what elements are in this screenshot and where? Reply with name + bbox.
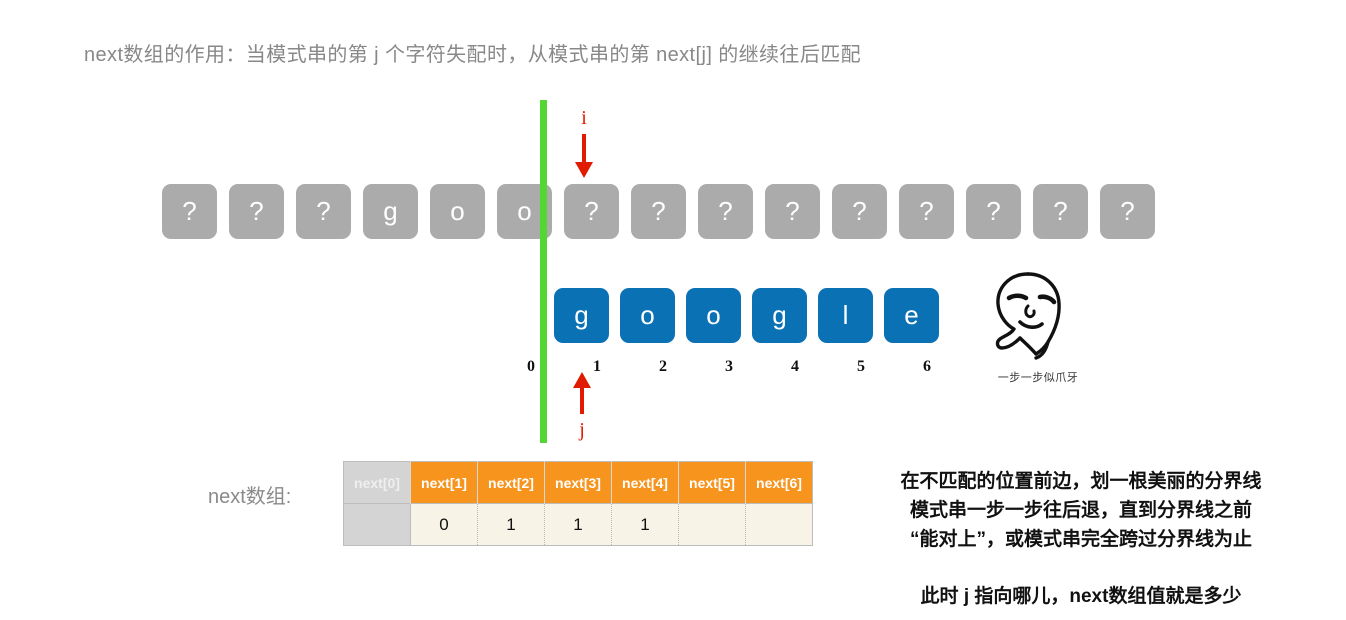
pattern-index: 0 <box>527 358 535 375</box>
page-title: next数组的作用：当模式串的第 j 个字符失配时，从模式串的第 next[j]… <box>84 44 862 66</box>
pattern-index: 6 <box>923 358 931 375</box>
next-array-header-cell: next[6] <box>745 461 813 504</box>
text-cell: g <box>363 184 418 239</box>
text-cell: ? <box>1033 184 1088 239</box>
pattern-index: 1 <box>593 358 601 375</box>
text-cell: ? <box>564 184 619 239</box>
thinking-bun-icon <box>995 272 1061 360</box>
pattern-index: 5 <box>857 358 865 375</box>
next-array-value-cell: 1 <box>544 503 612 546</box>
text-cell: ? <box>1100 184 1155 239</box>
text-cell: ? <box>966 184 1021 239</box>
next-array-header-cell: next[4] <box>611 461 679 504</box>
text-cell: ? <box>229 184 284 239</box>
pattern-index: 2 <box>659 358 667 375</box>
text-cell: ? <box>899 184 954 239</box>
mascot-caption: 一步一步似爪牙 <box>997 372 1079 384</box>
next-array-header-row: next[0]next[1]next[2]next[3]next[4]next[… <box>343 461 813 504</box>
pattern-cell: o <box>620 288 675 343</box>
pointer-j: j <box>562 372 602 440</box>
text-cell: ? <box>765 184 820 239</box>
next-array-header-cell: next[0] <box>343 461 411 504</box>
pattern-index-row: 0 1 2 3 4 5 6 <box>498 358 960 376</box>
pointer-j-label: j <box>579 419 585 441</box>
pointer-i-label: i <box>581 107 587 129</box>
divider-line <box>540 100 547 443</box>
next-array-header-cell: next[2] <box>477 461 545 504</box>
next-array-value-cell: 1 <box>611 503 679 546</box>
arrow-down-icon <box>574 134 594 178</box>
next-array-header-cell: next[5] <box>678 461 746 504</box>
next-array-header-cell: next[1] <box>410 461 478 504</box>
next-array-value-cell: 0 <box>410 503 478 546</box>
text-cell: ? <box>162 184 217 239</box>
text-cell: o <box>430 184 485 239</box>
note-final-line: 此时 j 指向哪儿，next数组值就是多少 <box>920 585 1242 607</box>
pointer-i: i <box>564 108 604 178</box>
text-cell: ? <box>296 184 351 239</box>
next-array-value-cell <box>745 503 813 546</box>
pattern-cell: e <box>884 288 939 343</box>
pattern-index: 3 <box>725 358 733 375</box>
arrow-up-icon <box>572 372 592 414</box>
text-cell: ? <box>631 184 686 239</box>
explanation-notes: 在不匹配的位置前边，划一根美丽的分界线模式串一步一步往后退，直到分界线之前 “能对… <box>846 468 1316 608</box>
note-line: 模式串一步一步往后退，直到分界线之前 <box>909 499 1252 521</box>
pattern-cell: g <box>554 288 609 343</box>
pattern-cell: o <box>686 288 741 343</box>
note-line: “能对上”，或模式串完全跨过分界线为止 <box>909 528 1252 550</box>
text-cell: ? <box>832 184 887 239</box>
next-array-label: next数组: <box>208 486 292 508</box>
next-array-table: next[0]next[1]next[2]next[3]next[4]next[… <box>343 461 813 546</box>
next-array-value-cell <box>678 503 746 546</box>
next-array-value-cell <box>343 503 411 546</box>
mascot-illustration: 一步一步似爪牙 <box>968 268 1108 385</box>
text-cell: ? <box>698 184 753 239</box>
pattern-cell: g <box>752 288 807 343</box>
note-line: 在不匹配的位置前边，划一根美丽的分界线 <box>900 471 1262 492</box>
pattern-cell: l <box>818 288 873 343</box>
next-array-header-cell: next[3] <box>544 461 612 504</box>
pattern-index: 4 <box>791 358 799 375</box>
note-lines: 在不匹配的位置前边，划一根美丽的分界线模式串一步一步往后退，直到分界线之前 “能对… <box>846 468 1316 555</box>
next-array-value-cell: 1 <box>477 503 545 546</box>
